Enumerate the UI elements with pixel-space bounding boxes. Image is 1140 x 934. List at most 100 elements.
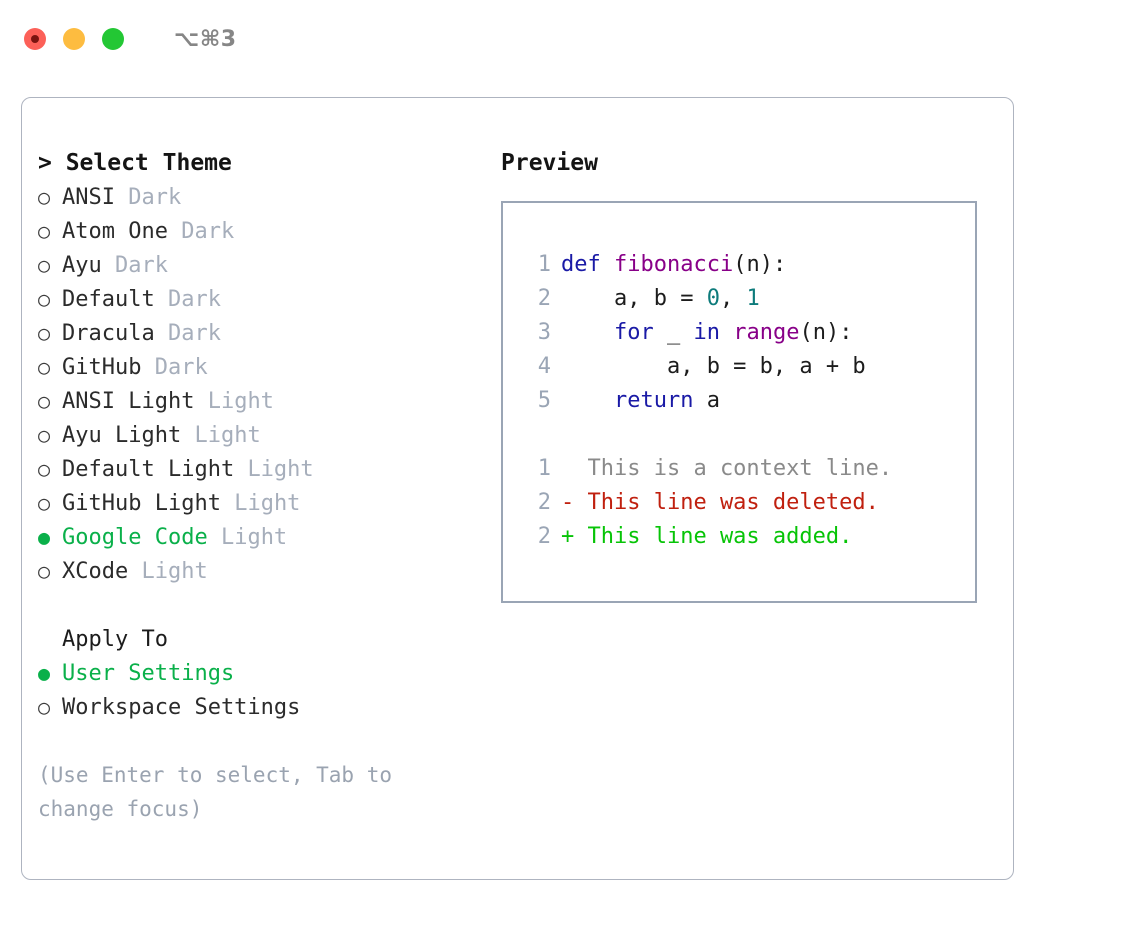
code-line: 4 a, b = b, a + b — [521, 350, 975, 384]
window-controls — [24, 28, 124, 50]
maximize-button-icon[interactable] — [102, 28, 124, 50]
theme-name: Atom One — [62, 219, 168, 244]
blank-marker: ○ — [38, 622, 62, 656]
minimize-button-icon[interactable] — [63, 28, 85, 50]
code-text: return a — [613, 388, 720, 413]
theme-tag: Light — [194, 423, 261, 448]
theme-tag: Light — [247, 457, 314, 482]
code-line: 3 for _ in range(n): — [521, 316, 975, 350]
theme-tag: Dark — [154, 355, 208, 380]
theme-list-item-ansi-light[interactable]: ○ ANSI Light Light — [38, 384, 488, 418]
theme-tag: Light — [220, 525, 288, 550]
theme-tag: Dark — [167, 321, 221, 346]
apply-to-list: ● User Settings ○ Workspace Settings — [38, 656, 488, 724]
diff-line-added: 2 + This line was added. — [521, 520, 975, 554]
radio-icon-selected: ● — [38, 525, 51, 549]
select-theme-header: > Select Theme — [38, 150, 232, 176]
theme-list-item-xcode[interactable]: ○ XCode Light — [38, 554, 488, 588]
diff-text: - This line was deleted. — [561, 490, 879, 515]
keyboard-shortcut-label: ⌥⌘3 — [174, 26, 237, 52]
theme-list-item-default[interactable]: ○ Default Dark — [38, 282, 488, 316]
radio-icon-selected: ● — [38, 661, 51, 685]
theme-list-item-google-code[interactable]: ● Google Code Light — [38, 520, 488, 554]
theme-name: Ayu Light — [62, 423, 182, 448]
theme-list-item-github[interactable]: ○ GitHub Dark — [38, 350, 488, 384]
preview-column: Preview 1 def fibonacci(n): 2 a, b = 0, … — [501, 146, 991, 603]
keyboard-hint-text: (Use Enter to select, Tab to change focu… — [38, 763, 393, 821]
line-number: 5 — [537, 388, 551, 413]
apply-to-header: ○ Apply To — [38, 622, 488, 656]
list-spacer — [38, 588, 488, 622]
radio-icon: ○ — [38, 559, 51, 583]
radio-icon: ○ — [38, 355, 51, 379]
title-bar: ⌥⌘3 — [0, 0, 1140, 78]
theme-tag: Light — [234, 491, 301, 516]
radio-icon: ○ — [38, 695, 51, 719]
code-line: 1 def fibonacci(n): — [521, 248, 975, 282]
theme-tag: Dark — [167, 287, 221, 312]
code-text: def fibonacci(n): — [561, 252, 787, 277]
preview-header: Preview — [501, 150, 598, 176]
apply-to-label: Apply To — [62, 627, 168, 652]
diff-sample: 1 This is a context line. 2 - This line … — [521, 452, 975, 554]
code-text: a, b = 0, 1 — [561, 286, 760, 311]
radio-icon: ○ — [38, 423, 51, 447]
theme-list-item-atom-one[interactable]: ○ Atom One Dark — [38, 214, 488, 248]
diff-text: This is a context line. — [561, 456, 893, 481]
radio-icon: ○ — [38, 185, 51, 209]
theme-list-item-ayu[interactable]: ○ Ayu Dark — [38, 248, 488, 282]
theme-name: Default — [62, 287, 155, 312]
radio-icon: ○ — [38, 253, 51, 277]
theme-name: GitHub — [62, 355, 142, 380]
theme-list-item-default-light[interactable]: ○ Default Light Light — [38, 452, 488, 486]
diff-text: + This line was added. — [561, 524, 853, 549]
radio-icon: ○ — [38, 389, 51, 413]
code-text: a, b = b, a + b — [561, 354, 866, 379]
apply-to-item-workspace-settings[interactable]: ○ Workspace Settings — [38, 690, 488, 724]
main-panel: > Select Theme ○ ANSI Dark ○ Atom One Da… — [21, 97, 1014, 880]
theme-list-item-github-light[interactable]: ○ GitHub Light Light — [38, 486, 488, 520]
line-number: 1 — [537, 252, 551, 277]
radio-icon: ○ — [38, 457, 51, 481]
radio-icon: ○ — [38, 491, 51, 515]
radio-icon: ○ — [38, 321, 51, 345]
radio-icon: ○ — [38, 287, 51, 311]
apply-to-item-user-settings[interactable]: ● User Settings — [38, 656, 488, 690]
theme-tag: Dark — [181, 219, 235, 244]
code-sample: 1 def fibonacci(n): 2 a, b = 0, 1 3 for … — [521, 248, 975, 418]
theme-name: Default Light — [62, 457, 235, 482]
theme-list-item-ansi[interactable]: ○ ANSI Dark — [38, 180, 488, 214]
theme-list: ○ ANSI Dark ○ Atom One Dark ○ Ayu Dark — [38, 180, 488, 588]
line-number: 2 — [537, 490, 551, 515]
theme-tag: Dark — [128, 185, 182, 210]
preview-box: 1 def fibonacci(n): 2 a, b = 0, 1 3 for … — [501, 201, 977, 603]
diff-line-deleted: 2 - This line was deleted. — [521, 486, 975, 520]
theme-name: Ayu — [62, 253, 102, 278]
panel-columns: > Select Theme ○ ANSI Dark ○ Atom One Da… — [22, 98, 1013, 879]
close-button-icon[interactable] — [24, 28, 46, 50]
diff-line-context: 1 This is a context line. — [521, 452, 975, 486]
line-number: 2 — [537, 524, 551, 549]
line-number: 1 — [537, 456, 551, 481]
theme-tag: Light — [207, 389, 274, 414]
line-number: 4 — [537, 354, 551, 379]
code-line: 2 a, b = 0, 1 — [521, 282, 975, 316]
theme-tag: Dark — [115, 253, 168, 278]
theme-name: Google Code — [62, 525, 208, 550]
theme-name: XCode — [62, 559, 129, 584]
apply-to-name: Workspace Settings — [62, 695, 301, 720]
line-number: 3 — [537, 320, 551, 345]
diff-gap — [521, 418, 975, 452]
theme-picker-column: > Select Theme ○ ANSI Dark ○ Atom One Da… — [38, 146, 488, 826]
theme-name: ANSI Light — [62, 389, 195, 414]
theme-name: ANSI — [62, 185, 115, 210]
code-line: 5 return a — [521, 384, 975, 418]
theme-name: Dracula — [62, 321, 155, 346]
apply-to-name: User Settings — [62, 661, 235, 686]
theme-list-item-dracula[interactable]: ○ Dracula Dark — [38, 316, 488, 350]
theme-name: GitHub Light — [62, 491, 221, 516]
line-number: 2 — [537, 286, 551, 311]
theme-list-item-ayu-light[interactable]: ○ Ayu Light Light — [38, 418, 488, 452]
radio-icon: ○ — [38, 219, 51, 243]
